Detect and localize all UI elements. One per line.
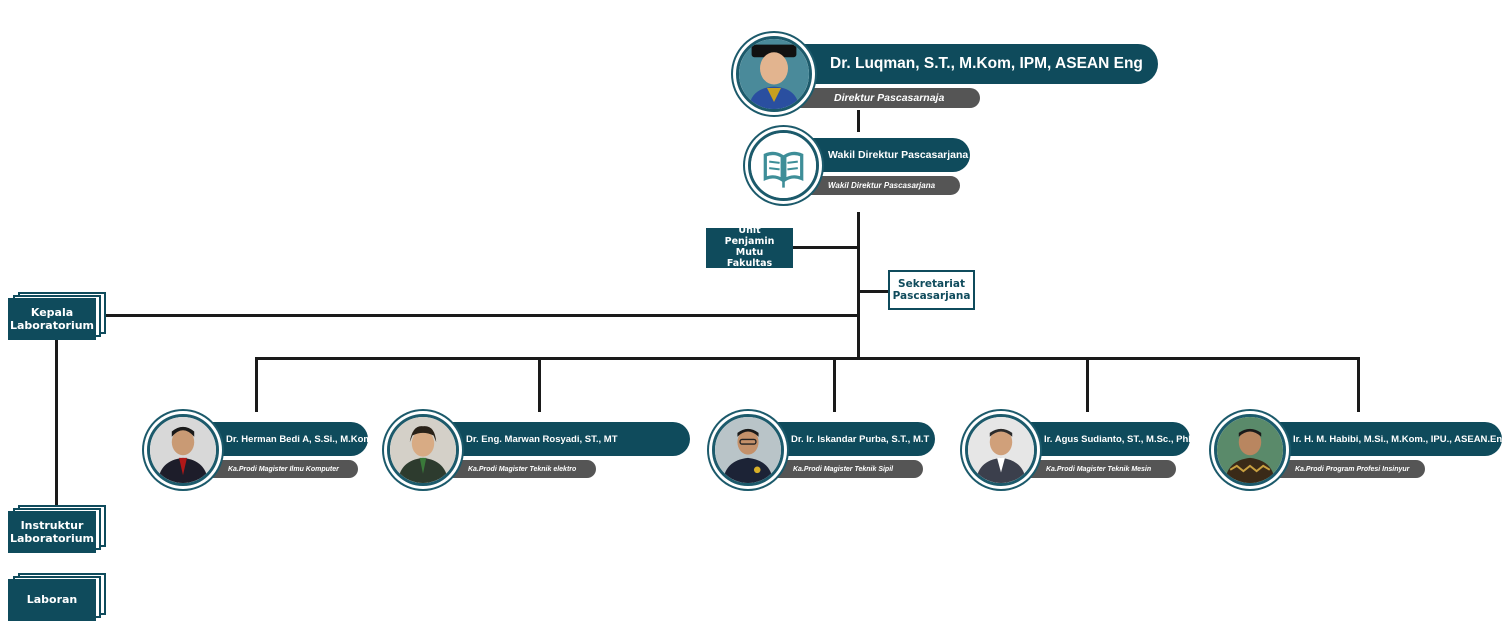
person-portrait-icon xyxy=(736,36,812,112)
head-role: Ka.Prodi Magister Ilmu Komputer xyxy=(200,460,358,478)
vice-director-name: Wakil Direktur Pascasarjana xyxy=(800,138,970,172)
person-portrait-icon xyxy=(387,414,459,486)
connector-head-5 xyxy=(1357,357,1360,412)
person-portrait-icon xyxy=(1214,414,1286,486)
person-portrait-icon xyxy=(712,414,784,486)
quality-assurance-unit: Unit Penjamin Mutu Fakultas xyxy=(706,225,793,269)
lab-instructor-label: Instruktur Laboratorium xyxy=(8,511,96,553)
connector-secretariat xyxy=(858,290,890,293)
connector-head-4 xyxy=(1086,357,1089,412)
connector-lab-branch xyxy=(100,314,860,317)
head-role: Ka.Prodi Magister Teknik elektro xyxy=(440,460,596,478)
person-portrait-icon xyxy=(147,414,219,486)
head-name: Dr. Ir. Iskandar Purba, S.T., M.T xyxy=(765,422,935,456)
head-name: Dr. Eng. Marwan Rosyadi, ST., MT xyxy=(440,422,690,456)
connector-head-1 xyxy=(255,357,258,412)
lab-instructor-node: Instruktur Laboratorium xyxy=(8,505,108,555)
head-node: Dr. Eng. Marwan Rosyadi, ST., MT Ka.Prod… xyxy=(385,412,695,492)
head-role: Ka.Prodi Program Profesi Insinyur xyxy=(1267,460,1425,478)
head-role: Ka.Prodi Magister Teknik Sipil xyxy=(765,460,923,478)
connector-director-vice xyxy=(857,110,860,132)
vice-director-node: Wakil Direktur Pascasarjana Wakil Direkt… xyxy=(745,128,975,201)
secretariat-box: Sekretariat Pascasarjana xyxy=(888,270,975,310)
lab-head-label: Kepala Laboratorium xyxy=(8,298,96,340)
director-name: Dr. Luqman, S.T., M.Kom, IPM, ASEAN Eng xyxy=(788,44,1158,84)
connector-head-3 xyxy=(833,357,836,412)
open-book-logo-icon xyxy=(748,130,819,201)
lab-head-node: Kepala Laboratorium xyxy=(8,292,108,342)
connector-main-trunk xyxy=(857,212,860,360)
vice-director-role: Wakil Direktur Pascasarjana xyxy=(800,176,960,195)
lab-assistant-label: Laboran xyxy=(8,579,96,621)
head-name: Dr. Herman Bedi A, S.Si., M.Kom xyxy=(200,422,372,456)
connector-quality-unit xyxy=(792,246,858,249)
head-role: Ka.Prodi Magister Teknik Mesin xyxy=(1018,460,1176,478)
director-role: Direktur Pascasarnaja xyxy=(788,88,980,108)
director-node: Dr. Luqman, S.T., M.Kom, IPM, ASEAN Eng … xyxy=(733,34,1163,116)
connector-heads-bus xyxy=(255,357,1360,360)
head-node: Ir. Agus Sudianto, ST., M.Sc., PhD Ka.Pr… xyxy=(963,412,1195,492)
connector-lab-chain xyxy=(55,338,58,510)
head-node: Ir. H. M. Habibi, M.Si., M.Kom., IPU., A… xyxy=(1212,412,1509,492)
lab-assistant-node: Laboran xyxy=(8,573,108,623)
head-name: Ir. Agus Sudianto, ST., M.Sc., PhD xyxy=(1018,422,1195,456)
head-node: Dr. Ir. Iskandar Purba, S.T., M.T Ka.Pro… xyxy=(710,412,940,492)
connector-head-2 xyxy=(538,357,541,412)
head-name: Ir. H. M. Habibi, M.Si., M.Kom., IPU., A… xyxy=(1267,422,1509,456)
head-node: Dr. Herman Bedi A, S.Si., M.Kom Ka.Prodi… xyxy=(145,412,375,492)
person-portrait-icon xyxy=(965,414,1037,486)
